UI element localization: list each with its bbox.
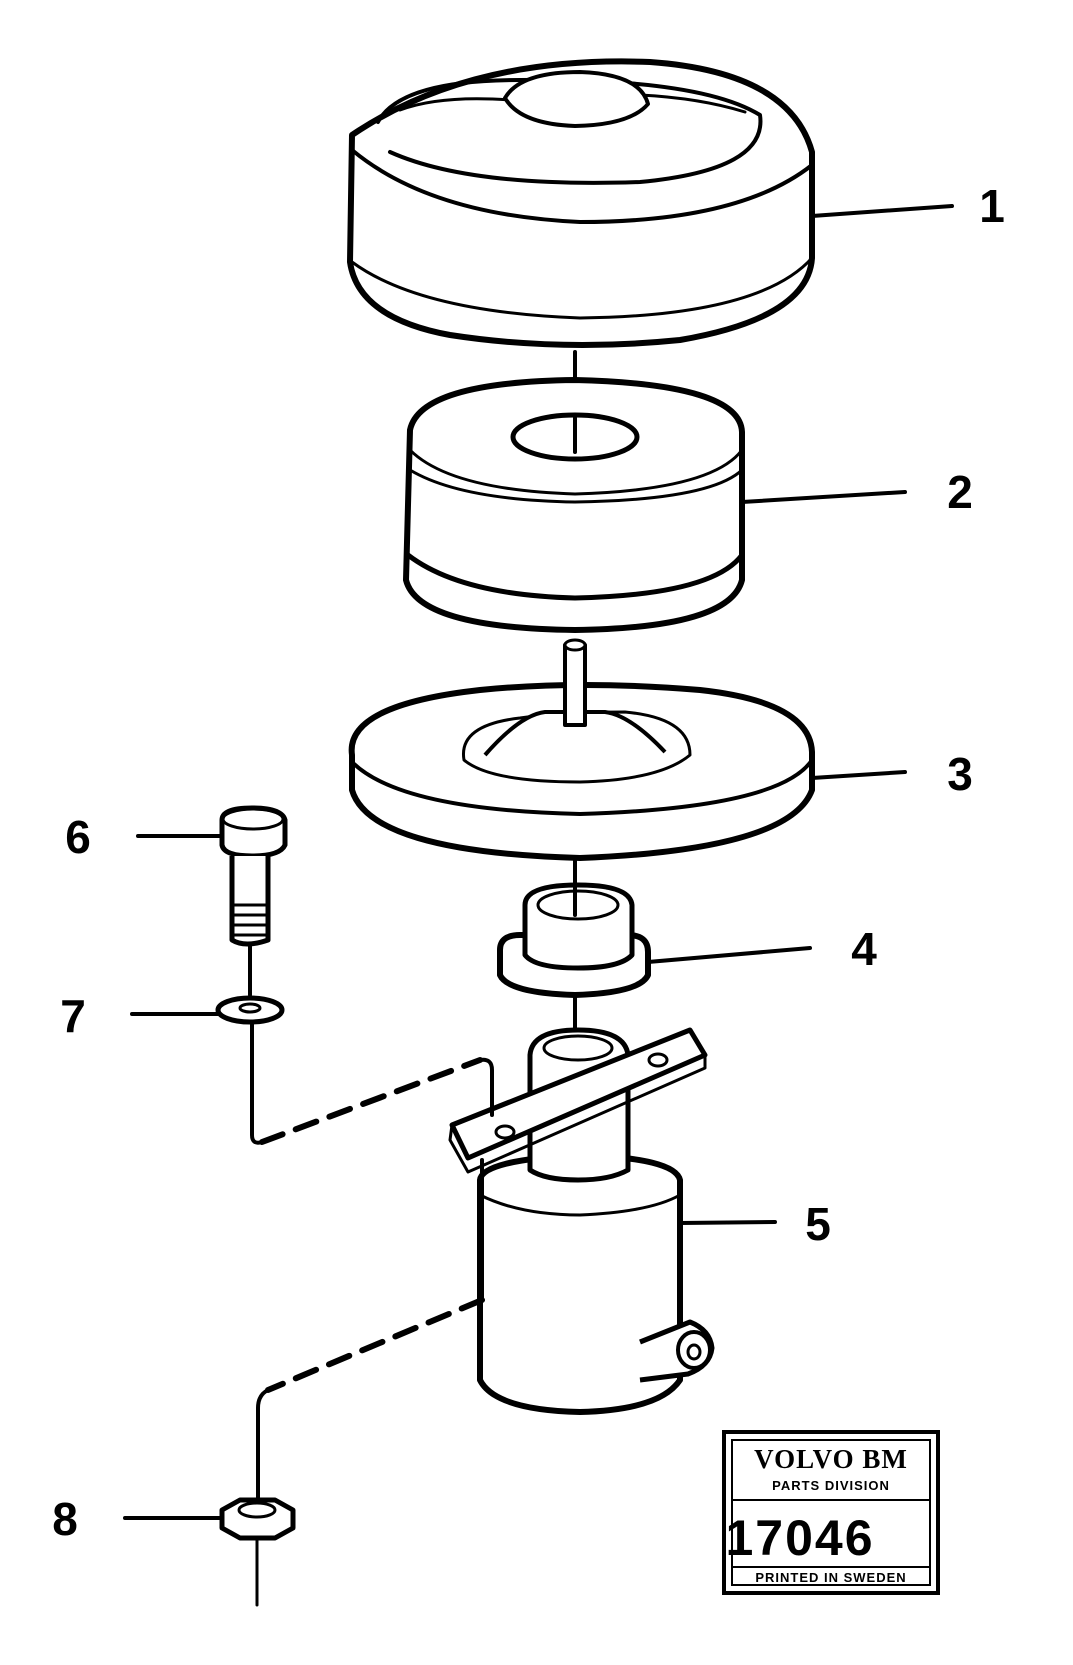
assembly-path-bolt xyxy=(250,1020,494,1145)
stamp-number: 17046 xyxy=(725,1510,874,1566)
assembly-path-nut xyxy=(256,1297,485,1502)
part-8-nut xyxy=(219,1497,296,1607)
callout-4: 4 xyxy=(851,923,877,975)
callout-6: 6 xyxy=(65,811,91,863)
callout-8: 8 xyxy=(52,1493,78,1545)
part-6-bolt xyxy=(219,805,288,997)
part-4-bushing xyxy=(497,882,651,998)
stamp-printed: PRINTED IN SWEDEN xyxy=(755,1570,906,1585)
part-5-housing xyxy=(448,1027,715,1415)
part-7-washer xyxy=(215,995,285,1025)
callout-5: 5 xyxy=(805,1198,831,1250)
callout-2: 2 xyxy=(947,466,973,518)
leader-lines xyxy=(123,204,954,1520)
part-2-filter-element xyxy=(403,377,745,633)
callout-7: 7 xyxy=(60,990,86,1042)
part-1-cover xyxy=(347,58,815,348)
part-3-base-plate xyxy=(348,638,815,861)
callout-3: 3 xyxy=(947,748,973,800)
parts-division-stamp: VOLVO BM PARTS DIVISION 17046 PRINTED IN… xyxy=(722,1430,940,1595)
callout-1: 1 xyxy=(979,180,1005,232)
stamp-division: PARTS DIVISION xyxy=(772,1478,890,1493)
stamp-brand: VOLVO BM xyxy=(754,1444,908,1474)
